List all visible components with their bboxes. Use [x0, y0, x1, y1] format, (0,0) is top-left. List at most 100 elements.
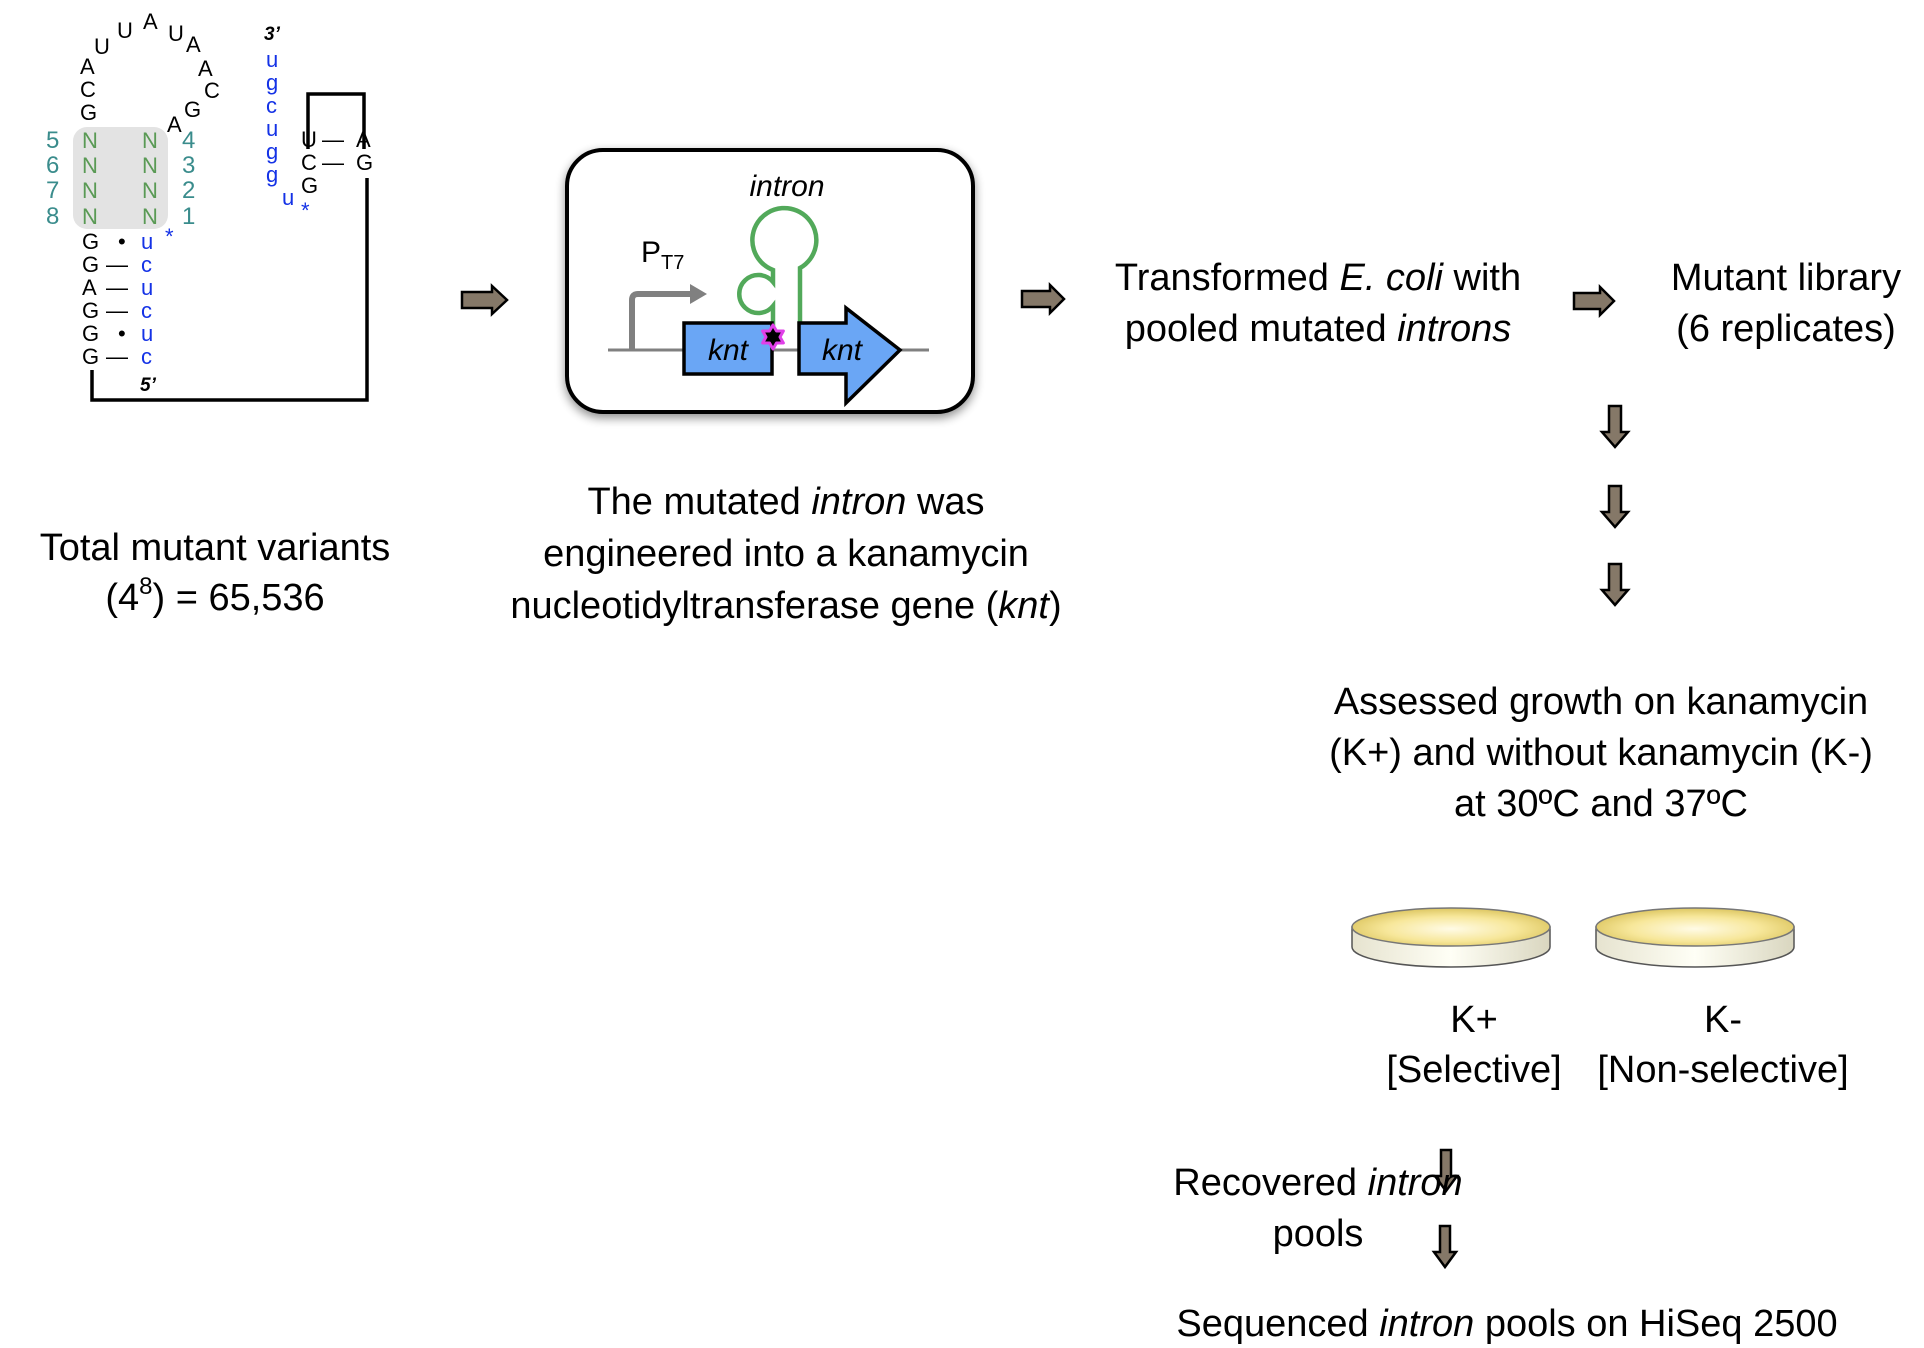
randomized-n: N	[142, 153, 158, 178]
construct-caption-line3: nucleotidyltransferase gene (knt)	[510, 585, 1061, 627]
construct-diagram: PT7 intron knt knt The mutated intron wa…	[510, 148, 1062, 627]
down-arrow-icon	[1599, 404, 1631, 449]
splice-site-star: *	[301, 198, 310, 223]
intron-structure: G C A U U A U A A C G A N N N N N N N N …	[40, 9, 391, 619]
caption-text: )	[1049, 585, 1062, 627]
recovered-step-line1: Recovered intron	[1173, 1162, 1462, 1204]
randomized-n: N	[82, 204, 98, 229]
randomized-n: N	[82, 153, 98, 178]
growth-step-line3: at 30ºC and 37ºC	[1454, 783, 1748, 825]
p1-helix: U — A C — G G	[301, 127, 373, 198]
right-arrow-icon	[460, 283, 509, 317]
nucleotide: C	[204, 78, 220, 103]
stem-bond: —	[106, 298, 128, 323]
nucleotide: G	[184, 97, 201, 122]
position-number: 4	[182, 127, 195, 154]
intron-hairpin-icon	[737, 205, 819, 326]
knt-label-2: knt	[822, 334, 864, 367]
formula-result: ) = 65,536	[152, 577, 324, 619]
randomized-n: N	[142, 128, 158, 153]
randomized-nucleotides: N N N N N N N N 5 6 7 8 4 3 2 1	[46, 127, 195, 230]
p1-left-nt: U	[301, 127, 317, 152]
stem-right-nt: c	[141, 252, 152, 277]
stem-bond: •	[118, 321, 126, 346]
stem-right-nt: u	[141, 321, 153, 346]
library-step-line2: (6 replicates)	[1676, 308, 1896, 350]
stem-left-nt: G	[82, 321, 99, 346]
p1-unpaired-nt: G	[301, 173, 318, 198]
stem-right-nt: u	[141, 275, 153, 300]
randomized-n: N	[142, 178, 158, 203]
position-number: 1	[182, 203, 195, 230]
transformed-step-line1: Transformed E. coli with	[1115, 257, 1521, 299]
plate-kplus-icon	[1351, 907, 1551, 968]
formula-exponent: 8	[139, 573, 152, 600]
caption-text: The mutated	[587, 481, 811, 523]
promoter-arrow-icon	[629, 291, 692, 350]
workflow-steps: Transformed E. coli with pooled mutated …	[1115, 257, 1901, 1345]
position-number: 7	[46, 177, 59, 204]
p1-bond: —	[322, 127, 344, 152]
exon-nt: g	[266, 162, 278, 187]
exon-nt: c	[266, 93, 277, 118]
p1-bond: —	[322, 150, 344, 175]
caption-text: nucleotidyltransferase gene (	[510, 585, 998, 627]
promoter-subscript: T7	[661, 252, 684, 274]
nucleotide: A	[143, 9, 158, 34]
plate-kminus-description: [Non-selective]	[1597, 1049, 1848, 1091]
down-arrow-icon	[1599, 562, 1631, 607]
caption-italic: intron	[811, 481, 906, 523]
step-text: Transformed	[1115, 257, 1340, 299]
position-number: 3	[182, 152, 195, 179]
connector-line	[90, 178, 369, 402]
down-arrow-icon	[1431, 1224, 1459, 1270]
exon-nt: u	[282, 185, 294, 210]
p1-loop-connector	[306, 92, 366, 149]
stem-bond: —	[106, 344, 128, 369]
nucleotide: U	[94, 34, 110, 59]
randomized-n: N	[82, 128, 98, 153]
nucleotide: C	[80, 77, 96, 102]
transformed-step-line2: pooled mutated introns	[1125, 308, 1512, 350]
stem-right-nt: u	[141, 229, 153, 254]
apical-loop: G C A U U A U A A C G A	[80, 9, 220, 137]
caption-italic: knt	[998, 585, 1050, 627]
step-text: pools on HiSeq 2500	[1474, 1303, 1837, 1345]
exon-nt: g	[266, 139, 278, 164]
down-arrow-icon	[1599, 484, 1631, 529]
growth-step-line2: (K+) and without kanamycin (K-)	[1329, 732, 1873, 774]
nucleotide: U	[168, 21, 184, 46]
position-number: 8	[46, 203, 59, 230]
stem-bond: —	[106, 275, 128, 300]
p1-right-nt: A	[356, 127, 371, 152]
step-text: Recovered	[1173, 1162, 1367, 1204]
intron-label: intron	[749, 170, 824, 203]
step-italic: E. coli	[1339, 257, 1444, 299]
nucleotide: A	[167, 112, 182, 137]
exon-3prime: u g c u g g u *	[266, 47, 310, 223]
stem-right-nt: c	[141, 298, 152, 323]
step-italic: intron	[1379, 1303, 1474, 1345]
knt-label-1: knt	[708, 334, 750, 367]
p1-right-nt: G	[356, 150, 373, 175]
right-arrow-icon	[1572, 283, 1616, 319]
caption-text: was	[906, 481, 984, 523]
randomized-n: N	[142, 204, 158, 229]
promoter-p: P	[641, 236, 661, 269]
exon-nt: g	[266, 70, 278, 95]
randomized-n: N	[82, 178, 98, 203]
stem-right-nt: c	[141, 344, 152, 369]
nucleotide: G	[80, 100, 97, 125]
library-step-line1: Mutant library	[1671, 257, 1901, 299]
step-text: with	[1443, 257, 1521, 299]
construct-caption-line2: engineered into a kanamycin	[543, 533, 1029, 575]
promoter-label: PT7	[641, 236, 684, 274]
exon-nt: u	[266, 116, 278, 141]
stem-left-nt: G	[82, 344, 99, 369]
position-number: 5	[46, 127, 59, 154]
knt-exon-2-arrow	[797, 304, 903, 408]
nucleotide: A	[186, 32, 201, 57]
stem-bond: —	[106, 252, 128, 277]
growth-step-line1: Assessed growth on kanamycin	[1334, 681, 1868, 723]
